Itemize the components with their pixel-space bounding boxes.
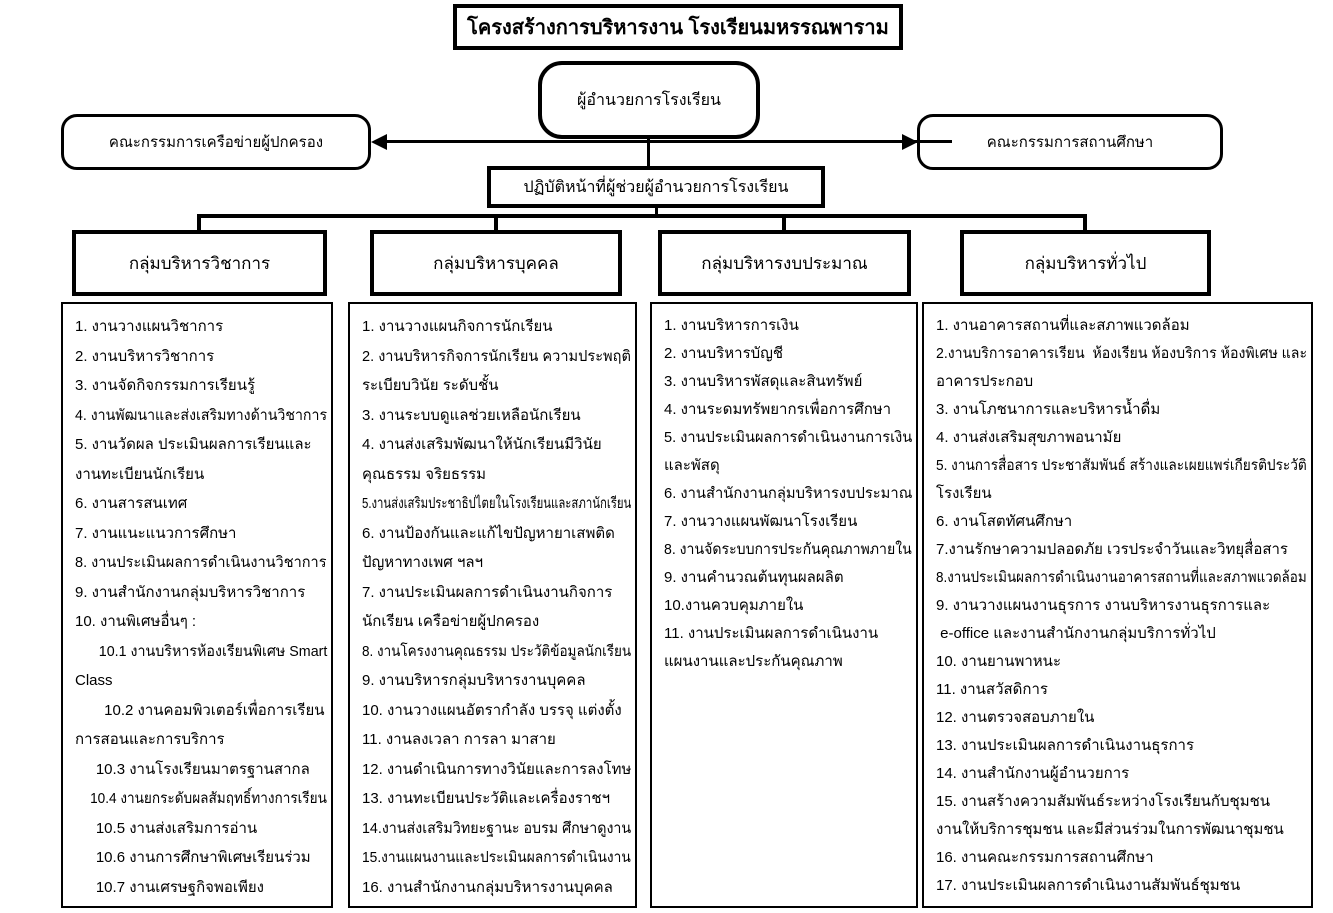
list-line: 7. งานวางแผนพัฒนาโรงเรียน: [664, 513, 858, 530]
parent-network-committee-box: คณะกรรมการเครือข่ายผู้ปกครอง: [61, 114, 371, 170]
connector-stub-budget: [782, 214, 786, 232]
list-line: 14.งานส่งเสริมวิทยะฐานะ อบรม ศึกษาดูงาน: [362, 819, 632, 837]
list-line: คุณธรรม จริยธรรม: [362, 465, 487, 483]
list-line: นักเรียน เครือข่ายผู้ปกครอง: [362, 613, 540, 630]
list-line: 3. งานโภชนาการและบริหารน้ำดื่ม: [936, 401, 1161, 418]
list-line: 5. งานประเมินผลการดำเนินงานการเงิน: [664, 429, 913, 446]
list-line: 8.งานประเมินผลการดำเนินงานอาคารสถานที่แล…: [936, 569, 1307, 586]
list-line: 9. งานบริหารกลุ่มบริหารงานบุคคล: [362, 672, 586, 689]
list-line: 8. งานโครงงานคุณธรรม ประวัติข้อมูลนักเรี…: [362, 642, 632, 660]
list-line: 10.2 งานคอมพิวเตอร์เพื่อการเรียน: [75, 701, 325, 719]
list-line: 1. งานอาคารสถานที่และสภาพแวดล้อม: [936, 317, 1190, 334]
list-line: 1. งานวางแผนกิจการนักเรียน: [362, 318, 553, 335]
list-line: 10.3 งานโรงเรียนมาตรฐานสากล: [75, 760, 310, 778]
connector-stub-general: [1083, 214, 1087, 232]
list-line: 10.งานควบคุมภายใน: [664, 597, 804, 614]
list-line: Class: [75, 672, 113, 689]
list-line: 12. งานตรวจสอบภายใน: [936, 709, 1095, 726]
list-line: 14. งานสำนักงานผู้อำนวยการ: [936, 765, 1130, 782]
list-line: 4. งานส่งเสริมสุขภาพอนามัย: [936, 429, 1122, 446]
list-line: 7.งานรักษาความปลอดภัย เวรประจำวันและวิทย…: [936, 541, 1288, 558]
list-line: 15.งานแผนงานและประเมินผลการดำเนินงาน: [362, 849, 631, 866]
list-line: 3. งานบริหารพัสดุและสินทรัพย์: [664, 373, 863, 390]
list-line: 7. งานแนะแนวการศึกษา: [75, 524, 237, 542]
list-line: 11. งานสวัสดิการ: [936, 681, 1048, 698]
list-line: 17. งานประเมินผลการดำเนินงานสัมพันธ์ชุมช…: [936, 877, 1241, 894]
list-line: 6. งานสารสนเทศ: [75, 495, 188, 512]
connector-stub-academic: [197, 214, 201, 232]
list-line: 2.งานบริการอาคารเรียน ห้องเรียน ห้องบริก…: [936, 345, 1308, 362]
list-line: 16. งานสำนักงานกลุ่มบริหารงานบุคคล: [362, 878, 613, 896]
group-academic-box: กลุ่มบริหารวิชาการ: [72, 230, 327, 296]
list-line: 15. งานสร้างความสัมพันธ์ระหว่างโรงเรียนก…: [936, 793, 1271, 810]
list-line: 2. งานบริหารกิจการนักเรียน ความประพฤติ: [362, 347, 631, 365]
academic-task-list: 1. งานวางแผนวิชาการ 2. งานบริหารวิชาการ 3.…: [61, 302, 333, 908]
list-line: 5. งานการสื่อสาร ประชาสัมพันธ์ สร้างและเ…: [936, 457, 1307, 474]
list-line: 6. งานป้องกันและแก้ไขปัญหายาเสพติด: [362, 524, 615, 542]
list-line: 6. งานโสตทัศนศึกษา: [936, 513, 1073, 530]
list-line: 4. งานส่งเสริมพัฒนาให้นักเรียนมีวินัย: [362, 436, 602, 453]
list-line: 11. งานลงเวลา การลา มาสาย: [362, 731, 556, 748]
list-line: e-office และงานสำนักงานกลุ่มบริการทั่วไป: [936, 625, 1216, 642]
list-line: การสอนและการบริการ: [75, 731, 225, 748]
list-line: 13. งานทะเบียนประวัติและเครื่องราชฯ: [362, 790, 611, 807]
list-line: 10. งานพิเศษอื่นๆ :: [75, 613, 197, 630]
list-line: 2. งานบริหารบัญชี: [664, 345, 784, 362]
school-board-committee-box: คณะกรรมการสถานศึกษา: [917, 114, 1223, 170]
arrow-right-icon: [902, 134, 918, 150]
list-line: 11. งานประเมินผลการดำเนินงาน: [664, 625, 879, 642]
connector-assistant-bus: [655, 208, 658, 216]
list-line: 9. งานสำนักงานกลุ่มบริหารวิชาการ: [75, 583, 306, 601]
list-line: 4. งานพัฒนาและส่งเสริมทางด้านวิชาการ: [75, 406, 328, 424]
list-line: งานให้บริการชุมชน และมีส่วนร่วมในการพัฒน…: [936, 821, 1284, 838]
list-line: 13. งานประเมินผลการดำเนินงานธุรการ: [936, 737, 1195, 754]
list-line: 10.6 งานการศึกษาพิเศษเรียนร่วม: [75, 849, 311, 866]
group-budget-box: กลุ่มบริหารงบประมาณ: [658, 230, 911, 296]
list-line: 9. งานคำนวณต้นทุนผลผลิต: [664, 569, 844, 586]
list-line: 10.1 งานบริหารห้องเรียนพิเศษ Smart: [75, 642, 328, 660]
list-line: 3. งานระบบดูแลช่วยเหลือนักเรียน: [362, 406, 581, 424]
list-line: 1. งานวางแผนวิชาการ: [75, 318, 224, 335]
list-line: 5.งานส่งเสริมประชาธิปไตยในโรงเรียนและสภา…: [362, 495, 632, 512]
list-line: 5. งานวัดผล ประเมินผลการเรียนและ: [75, 436, 312, 453]
list-line: 12. งานดำเนินการทางวินัยและการลงโทษ: [362, 760, 632, 778]
general-task-list: 1. งานอาคารสถานที่และสภาพแวดล้อม 2.งานบริ…: [922, 302, 1313, 908]
list-line: 8. งานจัดระบบการประกันคุณภาพภายใน: [664, 541, 912, 558]
list-line: 6. งานสำนักงานกลุ่มบริหารงบประมาณ: [664, 485, 913, 502]
connector-director-assistant: [647, 139, 650, 167]
list-line: ระเบียบวินัย ระดับชั้น: [362, 377, 499, 394]
list-line: แผนงานและประกันคุณภาพ: [664, 653, 843, 670]
group-general-box: กลุ่มบริหารทั่วไป: [960, 230, 1211, 296]
list-line: 8. งานประเมินผลการดำเนินงานวิชาการ: [75, 554, 327, 571]
list-line: 10.4 งานยกระดับผลสัมฤทธิ์ทางการเรียน: [75, 790, 327, 807]
list-line: โรงเรียน: [936, 485, 992, 502]
list-line: ปัญหาทางเพศ ฯลฯ: [362, 554, 483, 571]
connector-committee-arrow-line: [382, 140, 952, 143]
group-personnel-box: กลุ่มบริหารบุคคล: [370, 230, 622, 296]
list-line: 7. งานประเมินผลการดำเนินงานกิจการ: [362, 583, 613, 601]
list-line: 10.5 งานส่งเสริมการอ่าน: [75, 819, 258, 837]
list-line: และพัสดุ: [664, 457, 720, 474]
list-line: 10. งานวางแผนอัตรากำลัง บรรจุ แต่งตั้ง: [362, 701, 622, 719]
arrow-left-icon: [371, 134, 387, 150]
budget-task-list: 1. งานบริหารการเงิน 2. งานบริหารบัญชี 3. ง…: [650, 302, 918, 908]
list-line: งานทะเบียนนักเรียน: [75, 465, 205, 483]
list-line: 9. งานวางแผนงานธุรการ งานบริหารงานธุรการ…: [936, 597, 1271, 614]
personnel-task-list: 1. งานวางแผนกิจการนักเรียน 2. งานบริหารกิ…: [348, 302, 637, 908]
list-line: อาคารประกอบ: [936, 373, 1034, 390]
list-line: 1. งานบริหารการเงิน: [664, 317, 799, 334]
list-line: 4. งานระดมทรัพยากรเพื่อการศึกษา: [664, 401, 892, 418]
list-line: 3. งานจัดกิจกรรมการเรียนรู้: [75, 377, 256, 394]
list-line: 2. งานบริหารวิชาการ: [75, 347, 215, 365]
director-box: ผู้อำนวยการโรงเรียน: [538, 61, 760, 139]
list-line: 10. งานยานพาหนะ: [936, 653, 1061, 670]
list-line: 10.7 งานเศรษฐกิจพอเพียง: [75, 878, 264, 896]
assistant-director-box: ปฏิบัติหน้าที่ผู้ช่วยผู้อำนวยการโรงเรียน: [487, 166, 825, 208]
connector-bus-line: [197, 214, 1087, 218]
connector-stub-personnel: [494, 214, 498, 232]
list-line: 16. งานคณะกรรมการสถานศึกษา: [936, 849, 1154, 866]
chart-title: โครงสร้างการบริหารงาน โรงเรียนมหรรณพาราม: [453, 4, 903, 50]
